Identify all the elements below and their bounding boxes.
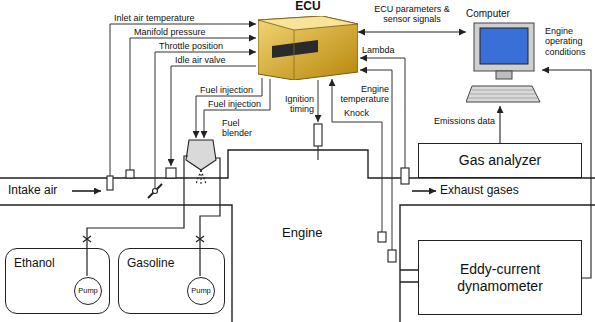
signal-label: Idle air valve (175, 55, 226, 65)
knock-sensor (378, 232, 386, 242)
signal-label: Ignition timing (274, 94, 314, 115)
signal-label: Knock (344, 108, 369, 118)
dyno-shaft (400, 270, 418, 282)
exhaust-arrow (412, 190, 436, 192)
monitor-bezel (474, 23, 534, 71)
signal-line (196, 78, 262, 138)
signal-line (155, 52, 256, 188)
node-label: Gasoline (127, 257, 216, 271)
fuel-tank: GasolinePump (118, 248, 225, 314)
temperature-probe (107, 176, 113, 190)
edge-label: Emissions data (420, 116, 495, 126)
region-label: Exhaust gases (440, 184, 519, 198)
sensors (107, 124, 409, 262)
valve (83, 236, 91, 242)
signal-label: Lambda (362, 45, 395, 55)
ecu-badge (272, 40, 318, 58)
fuel-lines (83, 156, 220, 276)
keyboard (466, 86, 540, 102)
node-label: Gas analyzer (459, 152, 541, 168)
lambda-sensor (401, 168, 409, 184)
ecu-edge (294, 30, 295, 80)
throttle-pivot (153, 189, 158, 194)
ecu-picture (258, 16, 358, 80)
spark-electrode (317, 146, 318, 160)
monitor-stand (496, 71, 512, 79)
signal-label: Engine temperature (334, 84, 389, 105)
edge-label: Engine operating conditions (545, 26, 588, 57)
signal-label: Fuel injection (208, 99, 261, 109)
region-label: Engine (282, 226, 322, 241)
node-label: Ethanol (14, 257, 101, 271)
computer-station: Computer (466, 8, 542, 106)
gasoline-line (200, 158, 220, 276)
node-label: ECU (258, 0, 358, 14)
ecu-top (258, 16, 358, 30)
intake-lower-wall (0, 205, 232, 322)
region-label: Intake air (8, 184, 57, 198)
pressure-sensor (126, 170, 134, 178)
fuel-spray (196, 170, 206, 186)
signal-line (171, 66, 256, 166)
edge-label: ECU parameters & sensor signals (360, 4, 464, 25)
pump-label: Pump (191, 287, 211, 296)
spark-plug (314, 124, 322, 146)
signal-label: Throttle position (159, 41, 223, 51)
fuel-blender (186, 140, 216, 170)
pump-circle: Pump (187, 277, 215, 305)
node-label: Eddy-current dynamometer (425, 261, 575, 293)
signal-label: Inlet air temperature (114, 13, 195, 23)
monitor-screen (480, 28, 528, 64)
signal-lines (110, 24, 405, 250)
keyboard-row (472, 90, 534, 91)
dynamometer-box: Eddy-current dynamometer (418, 240, 582, 315)
idle-air-valve (166, 168, 176, 178)
signal-label: Fuel blender (222, 118, 262, 139)
data-link (358, 31, 466, 32)
computer-picture (466, 22, 542, 106)
keyboard-row (468, 98, 538, 99)
data-link (499, 106, 500, 143)
keyboard-row (470, 94, 536, 95)
exhaust-lower-wall (400, 205, 595, 322)
ecu-case (258, 16, 358, 80)
intake-arrow (72, 190, 101, 192)
flow-arrows (72, 190, 436, 192)
analyzer-box: Gas analyzer (418, 143, 582, 178)
signal-line (318, 80, 319, 122)
valve (196, 236, 204, 242)
fuel-tank: EthanolPump (5, 248, 110, 314)
pump-label: Pump (78, 287, 98, 296)
ecu-unit: ECU (258, 0, 358, 80)
node-label: Computer (466, 8, 542, 20)
signal-label: Manifold pressure (134, 27, 206, 37)
pump-circle: Pump (74, 277, 102, 305)
temperature-sensor (388, 250, 396, 262)
signal-label: Fuel injection (200, 85, 253, 95)
